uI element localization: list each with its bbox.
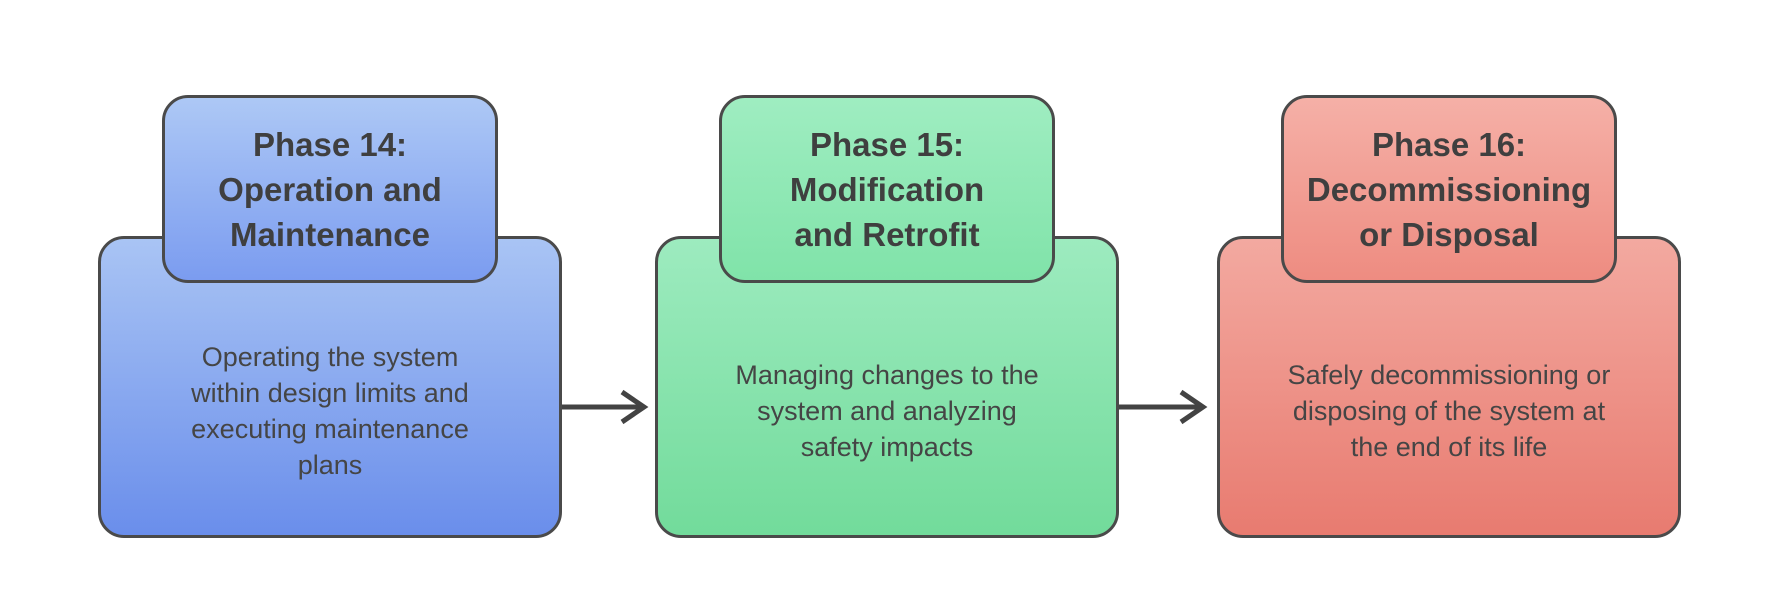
phase-15-description-area: Managing changes to the system and analy… xyxy=(658,286,1116,535)
phase-node-15: Managing changes to the system and analy… xyxy=(655,95,1119,538)
phase-14-description: Operating the system within design limit… xyxy=(191,341,469,480)
phase-14-title: Phase 14: Operation and Maintenance xyxy=(218,125,442,253)
flow-arrow-2 xyxy=(1119,387,1211,427)
right-arrow-icon xyxy=(1119,389,1208,425)
phase-16-body-box: Safely decommissioning or disposing of t… xyxy=(1217,236,1681,538)
right-arrow-icon xyxy=(560,389,649,425)
flow-arrow-1 xyxy=(560,387,652,427)
phase-node-14: Operating the system within design limit… xyxy=(98,95,562,538)
phase-node-16: Safely decommissioning or disposing of t… xyxy=(1217,95,1681,538)
phase-14-header-box: Phase 14: Operation and Maintenance xyxy=(162,95,498,283)
phase-15-body-box: Managing changes to the system and analy… xyxy=(655,236,1119,538)
phase-15-header-box: Phase 15: Modification and Retrofit xyxy=(719,95,1055,283)
phase-15-title: Phase 15: Modification and Retrofit xyxy=(789,125,985,253)
phase-15-description: Managing changes to the system and analy… xyxy=(735,359,1039,462)
phase-16-description: Safely decommissioning or disposing of t… xyxy=(1287,359,1611,462)
phase-16-title: Phase 16: Decommissioning or Disposal xyxy=(1306,125,1592,253)
phase-16-header-box: Phase 16: Decommissioning or Disposal xyxy=(1281,95,1617,283)
phase-14-description-area: Operating the system within design limit… xyxy=(101,286,559,535)
phase-16-description-area: Safely decommissioning or disposing of t… xyxy=(1220,286,1678,535)
phase-14-body-box: Operating the system within design limit… xyxy=(98,236,562,538)
